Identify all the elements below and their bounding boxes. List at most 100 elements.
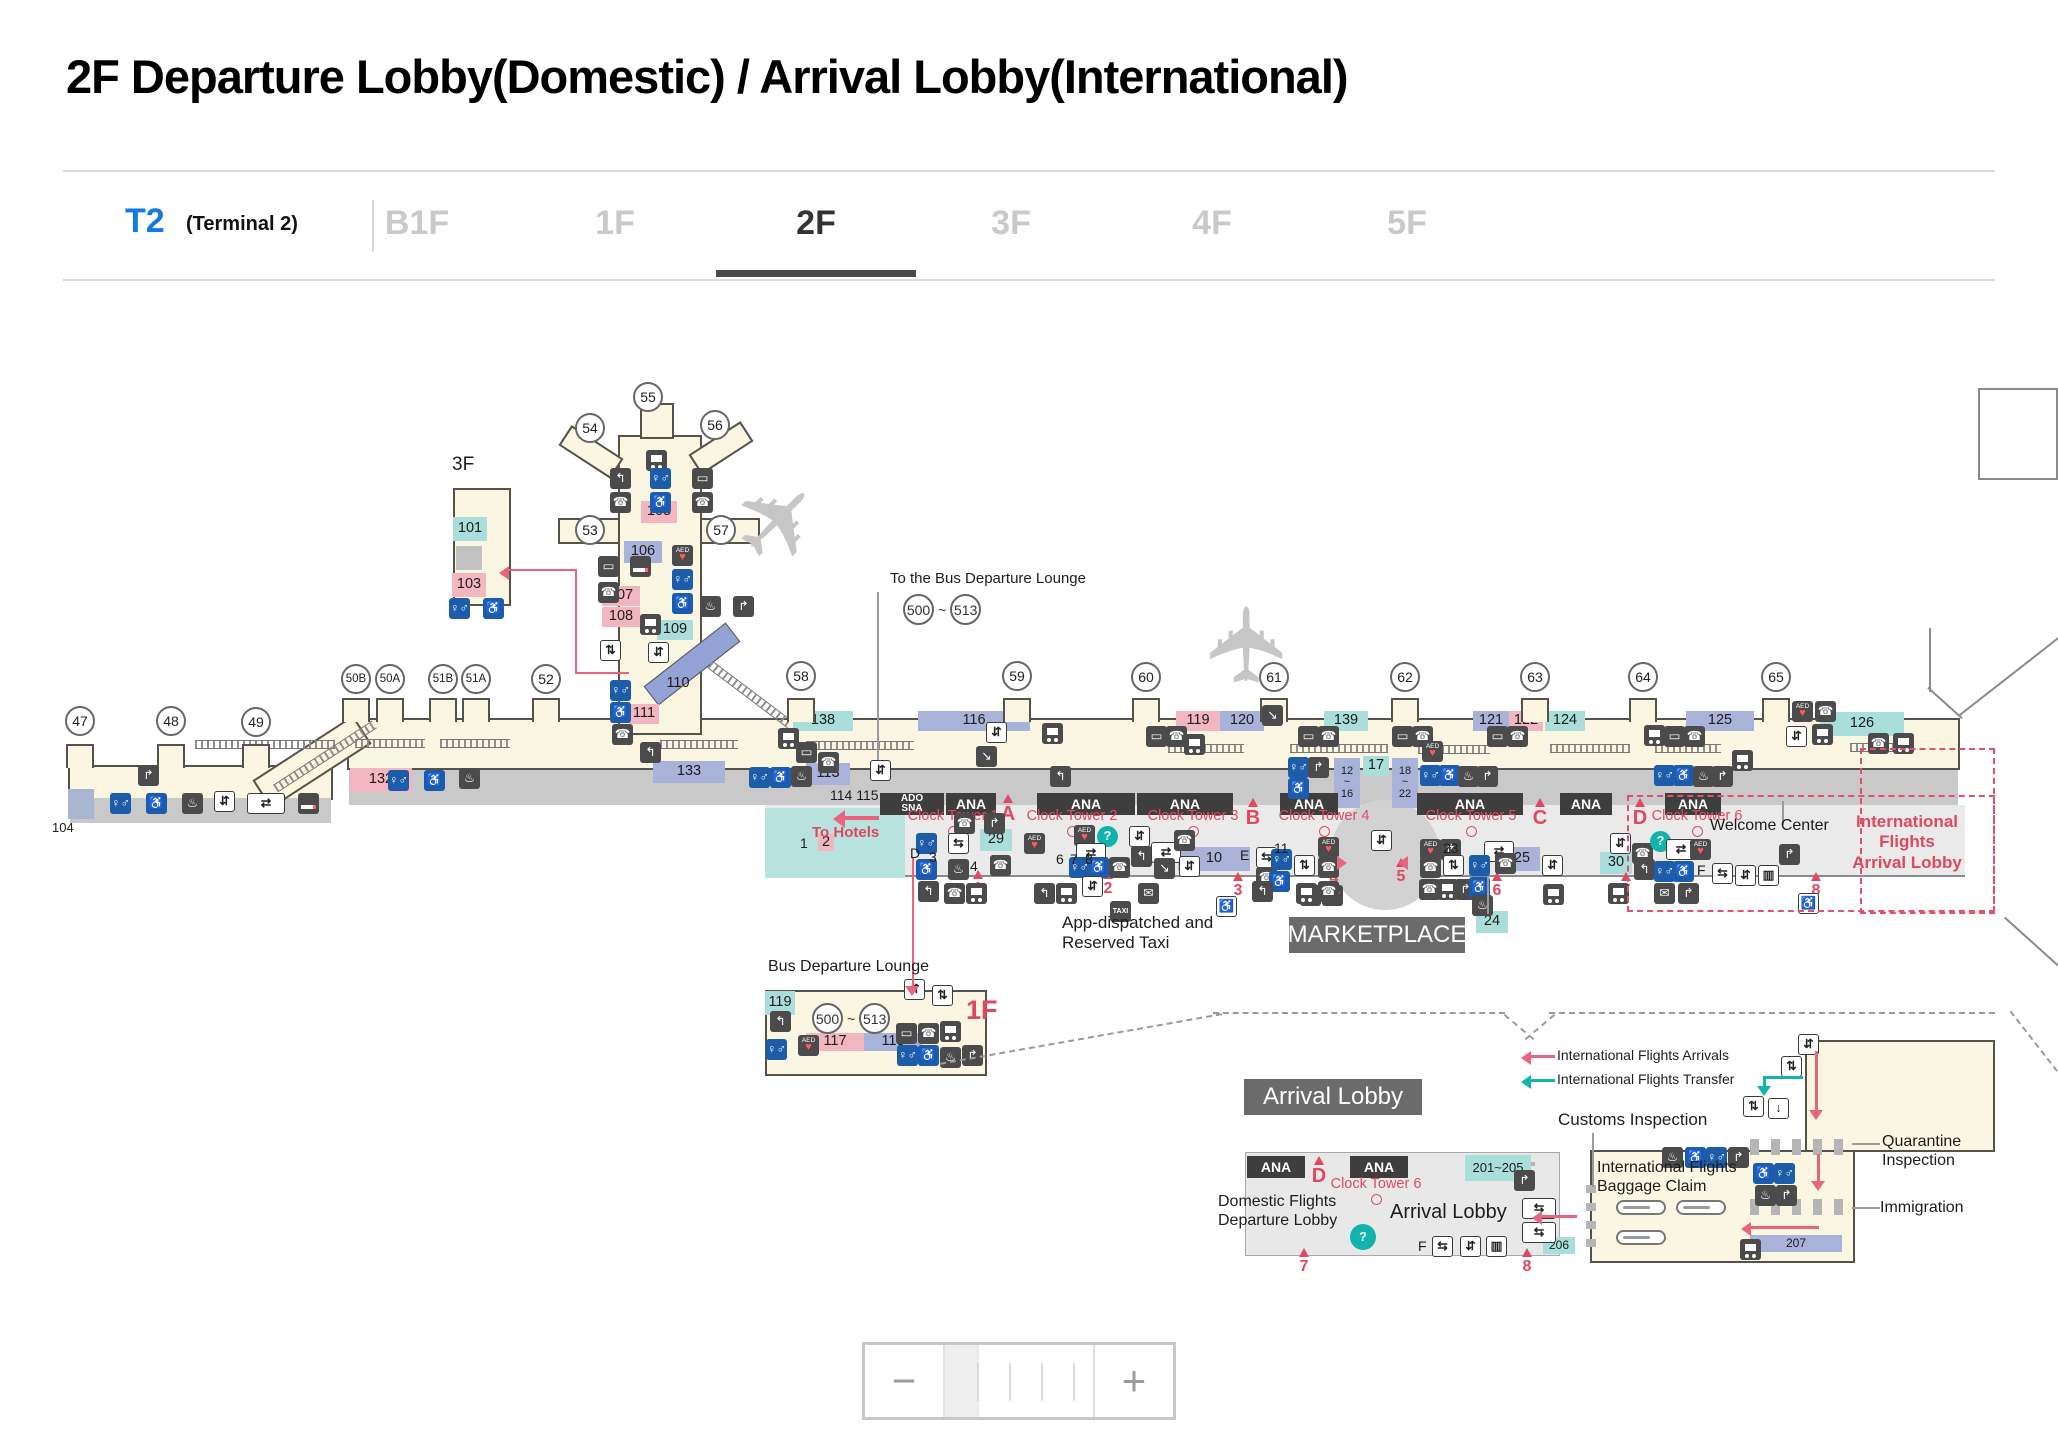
map-text: 7 <box>1070 851 1078 867</box>
stairs-icon: ↘ <box>1262 705 1283 726</box>
map-line <box>1782 801 1784 825</box>
map-line <box>1527 1055 1555 1058</box>
turn-arrow-icon: ↱ <box>1440 839 1461 860</box>
escalator-sign-icon: ⇄ <box>247 793 285 814</box>
gate-65-marker: 65 <box>1761 662 1791 692</box>
gate-stub <box>787 698 815 722</box>
gate-stub <box>1762 698 1790 722</box>
checkin-counter-ana: ANA <box>946 793 996 815</box>
tab-floor-4f[interactable]: 4F <box>1192 204 1232 242</box>
toilet-icon: ♀♂ <box>1654 861 1675 882</box>
mail-icon: ✉ <box>1654 883 1675 904</box>
elevator-icon: ⇵ <box>1179 856 1200 877</box>
inspection-booth-row <box>1750 1139 1850 1155</box>
bus-gate-end: 513 <box>950 594 982 625</box>
phone-icon: ☎ <box>1109 857 1130 878</box>
accessible-toilet-icon: ♿ <box>770 767 791 788</box>
exit-number-text: 4 <box>1329 870 1339 887</box>
accessible-toilet-icon: ♿ <box>146 793 167 814</box>
map-text: 4 <box>970 858 978 874</box>
drinking-fountain-icon: ♨ <box>940 1047 961 1068</box>
baggage-cart-icon <box>1608 883 1629 904</box>
bus-gate-range: 500~513 <box>812 1003 891 1034</box>
exit-number-text: 6 <box>1492 882 1502 899</box>
area-boundary-dashed <box>1213 1012 1505 1014</box>
map-line <box>1852 1207 1880 1209</box>
elevator-icon: ⇵ <box>214 791 235 812</box>
map-line <box>1852 1143 1880 1145</box>
checkin-counter-ana: ANA <box>1665 793 1721 815</box>
accessible-toilet-icon: ♿ <box>1673 861 1694 882</box>
currency-exchange-icon: ⇆ <box>1432 1236 1453 1257</box>
room-label: 12 ~ 16 <box>1334 758 1360 808</box>
exit-number-7: 7 <box>1296 1248 1312 1276</box>
checkin-counter-ana: ANA <box>1560 793 1612 815</box>
down-arrow-icon: ↓ <box>1768 1098 1789 1119</box>
gate-53-marker: 53 <box>575 515 605 545</box>
accessible-toilet-icon: ♿ <box>918 1045 939 1066</box>
accessible-toilet-icon: ♿ <box>483 598 504 619</box>
baggage-carousel <box>1616 1230 1666 1245</box>
mail-icon: ✉ <box>1138 883 1159 904</box>
zone-letter-text: B <box>1245 807 1261 829</box>
map-line <box>1815 1051 1818 1115</box>
map-line <box>1527 1079 1555 1082</box>
map-text: 3 <box>929 849 937 865</box>
map-canvas[interactable]: 1011031051061071081091101111131161381191… <box>0 0 2058 1330</box>
zoom-out-button[interactable]: − <box>865 1345 943 1417</box>
escalator-icon: ⇅ <box>1781 1056 1802 1077</box>
area-boundary-dashed <box>1549 1012 1995 1014</box>
map-text-red: To Hotels <box>812 824 880 841</box>
terminal-selector[interactable]: T2 <box>125 202 165 240</box>
drinking-fountain-icon: ♨ <box>1662 1147 1683 1168</box>
flow-arrowhead <box>905 986 919 996</box>
map-line <box>1763 1076 1766 1090</box>
gate-48-marker: 48 <box>156 706 186 736</box>
turn-arrow-icon: ↱ <box>1779 844 1800 865</box>
baggage-carousel <box>1616 1200 1666 1215</box>
flow-arrowhead <box>1337 856 1347 870</box>
tab-floor-3f[interactable]: 3F <box>991 204 1031 242</box>
zoom-slider[interactable] <box>943 1345 1095 1417</box>
stairs-icon: ↘ <box>976 746 997 767</box>
gate-47-marker: 47 <box>65 706 95 736</box>
area-badge: MARKETPLACE <box>1288 917 1466 953</box>
map-text: International Flights Baggage Claim <box>1597 1159 1737 1196</box>
map-line <box>1539 1215 1577 1218</box>
elevator-icon: ⇵ <box>1798 1034 1819 1055</box>
drinking-fountain-icon: ♨ <box>459 768 480 789</box>
tab-floor-b1f[interactable]: B1F <box>384 204 450 242</box>
map-line <box>2004 916 2058 1006</box>
gate-stub <box>1003 698 1031 722</box>
elevator-icon: ⇵ <box>648 642 669 663</box>
tab-floor-2f[interactable]: 2F <box>796 204 836 242</box>
toilet-icon: ♀♂ <box>672 569 693 590</box>
internet-icon: ▭ <box>796 742 817 763</box>
zoom-in-button[interactable]: + <box>1095 1345 1173 1417</box>
zoom-tick <box>1073 1363 1075 1401</box>
map-line <box>912 858 914 990</box>
phone-icon: ☎ <box>818 752 839 773</box>
gate-stub <box>1391 698 1419 722</box>
zoom-slider-handle[interactable] <box>945 1345 979 1417</box>
toilet-icon: ♀♂ <box>1654 765 1675 786</box>
aed-icon: AED♥ <box>1792 701 1813 722</box>
turn-arrow-icon: ↰ <box>640 742 661 763</box>
phone-icon: ☎ <box>612 724 633 745</box>
active-tab-underline <box>716 270 916 277</box>
tab-floor-5f[interactable]: 5F <box>1387 204 1427 242</box>
map-text-red: 1F <box>966 995 998 1025</box>
tab-floor-1f[interactable]: 1F <box>595 204 635 242</box>
gate-stub <box>157 744 185 768</box>
toilet-icon: ♀♂ <box>897 1045 918 1066</box>
map-text: 8 <box>1085 851 1093 867</box>
gate-58-marker: 58 <box>786 661 816 691</box>
exit-number-text: 3 <box>1233 882 1243 899</box>
internet-icon: ▭ <box>598 556 619 577</box>
phone-icon: ☎ <box>1166 726 1187 747</box>
wheelchair-icon: ♿ <box>1216 896 1237 917</box>
map-text: Bus Departure Lounge <box>768 958 929 975</box>
elevator-icon: ⇵ <box>1082 876 1103 897</box>
baggage-cart-icon <box>1296 883 1317 904</box>
divider <box>63 279 1995 281</box>
